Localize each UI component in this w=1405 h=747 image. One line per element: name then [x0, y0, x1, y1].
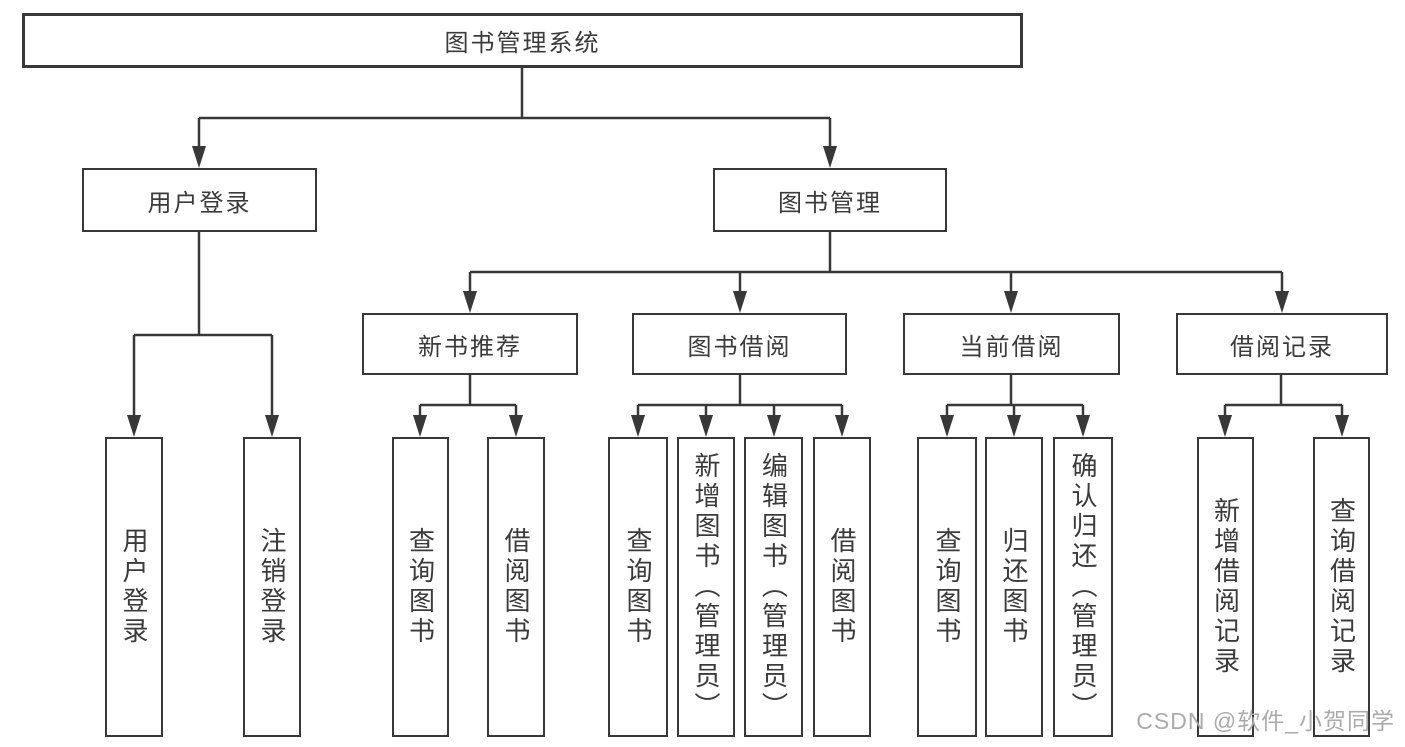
leaf-current-confirm-return-admin: 确认归还（管理员） [1053, 437, 1113, 737]
leaf-current-return-book: 归还图书 [985, 437, 1043, 737]
node-label: 查询图书 [623, 527, 653, 647]
leaf-borrow-add-book-admin: 新增图书（管理员） [677, 437, 735, 737]
watermark: CSDN @软件_小贺同学 [1136, 708, 1395, 734]
leaf-user-login: 用户登录 [105, 437, 163, 737]
node-label: 新增借阅记录 [1210, 497, 1241, 677]
leaf-records-query-record: 查询借阅记录 [1313, 437, 1370, 737]
node-label: 用户登录 [119, 527, 149, 647]
node-label: 借阅图书 [501, 527, 531, 647]
node-label: 图书管理系统 [444, 30, 601, 57]
node-library-system: 图书管理系统 [22, 13, 1023, 68]
leaf-recommend-borrow-book: 借阅图书 [487, 437, 545, 737]
leaf-recommend-query-book: 查询图书 [392, 437, 449, 737]
node-label: 归还图书 [999, 527, 1029, 647]
node-label: 用户登录 [147, 189, 252, 217]
leaf-logout: 注销登录 [243, 437, 301, 737]
node-label: 图书借阅 [687, 333, 792, 361]
node-label: 查询图书 [405, 527, 436, 647]
node-user-login-branch: 用户登录 [82, 168, 317, 232]
node-label: 借阅记录 [1230, 333, 1334, 361]
leaf-current-query-book: 查询图书 [917, 437, 977, 737]
node-new-book-recommend: 新书推荐 [362, 313, 578, 375]
node-label: 注销登录 [257, 527, 287, 647]
node-label: 查询图书 [932, 527, 962, 647]
node-label: 编辑图书（管理员） [758, 452, 789, 722]
node-book-borrowing: 图书借阅 [632, 313, 847, 375]
node-book-management: 图书管理 [713, 168, 947, 232]
leaf-borrow-borrow-book: 借阅图书 [813, 437, 871, 737]
leaf-borrow-edit-book-admin: 编辑图书（管理员） [744, 437, 803, 737]
leaf-borrow-query-book: 查询图书 [608, 437, 668, 737]
node-label: 图书管理 [778, 189, 882, 217]
node-label: 借阅图书 [827, 527, 857, 647]
node-label: 新增图书（管理员） [691, 452, 721, 722]
node-label: 确认归还（管理员） [1068, 452, 1098, 722]
node-current-borrowing: 当前借阅 [903, 313, 1120, 375]
node-label: 新书推荐 [418, 333, 522, 361]
leaf-records-add-record: 新增借阅记录 [1197, 437, 1254, 737]
node-label: 查询借阅记录 [1326, 497, 1357, 677]
node-borrowing-records: 借阅记录 [1176, 313, 1388, 375]
node-label: 当前借阅 [959, 333, 1064, 361]
